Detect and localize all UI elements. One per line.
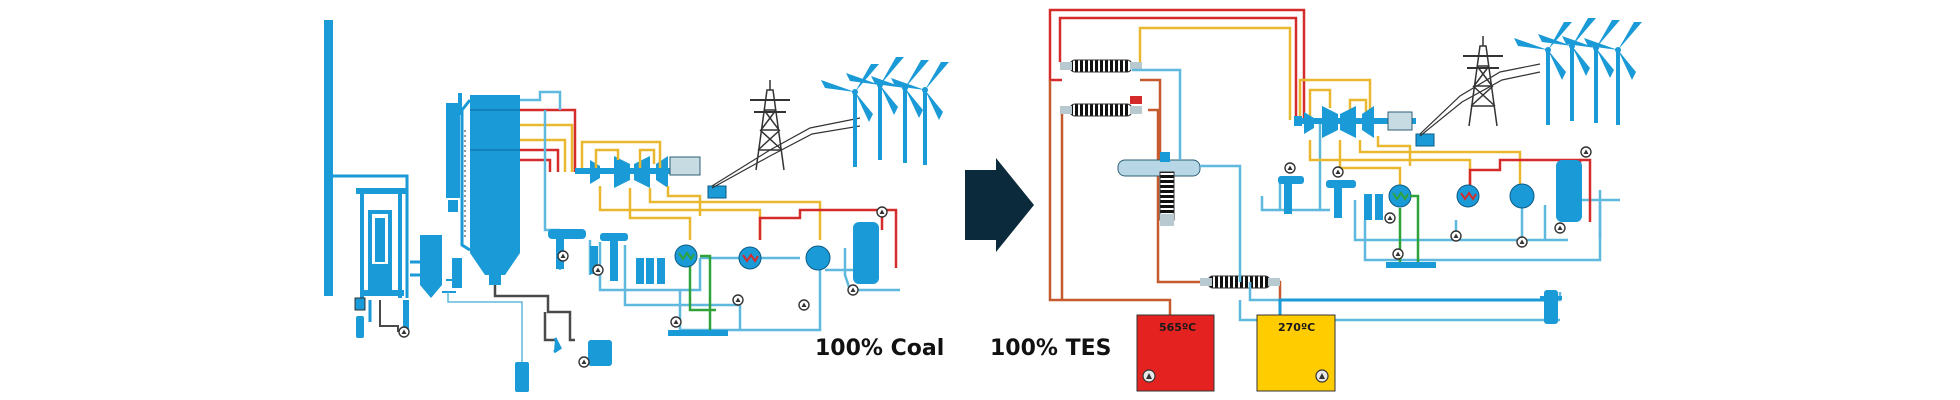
wind-turbine-icon — [1584, 22, 1642, 125]
coal-bunker — [515, 362, 529, 392]
pump-icon — [670, 316, 682, 328]
boiler — [446, 93, 520, 285]
cold-salt-header — [1278, 290, 1562, 324]
coal-label: 100% Coal — [815, 336, 944, 361]
hot-tank-temperature: 565ºC — [1159, 321, 1196, 334]
pump-icon — [798, 299, 810, 311]
tes-feedwater-heater — [1509, 183, 1535, 209]
tes-feedwater-tank — [1556, 160, 1582, 222]
feedwater-tank — [853, 222, 879, 284]
hot-salt-tank: 565ºC — [1136, 314, 1215, 392]
arrow-right-icon — [965, 158, 1034, 252]
air-heater — [410, 235, 462, 298]
ash-silos — [354, 297, 409, 338]
pump-icon — [1332, 166, 1344, 178]
pump-icon — [876, 206, 888, 218]
flue-duct — [333, 174, 409, 298]
pump-icon — [1580, 146, 1592, 158]
pump-icon — [398, 326, 410, 338]
gas-cleaning-unit — [356, 188, 406, 298]
pump-icon — [1450, 230, 1462, 242]
heat-exchanger-icon — [1388, 184, 1412, 208]
tes-condenser-basin — [1386, 262, 1436, 268]
coal-plant — [324, 20, 949, 392]
ash-line-2 — [543, 312, 556, 342]
tes-plant: 565ºC 270ºC — [1048, 8, 1642, 392]
water-steam-lines — [1132, 68, 1620, 322]
cold-tank-temperature: 270ºC — [1278, 321, 1315, 334]
pump-icon — [1284, 162, 1296, 174]
cooling-water — [688, 254, 716, 330]
condenser-basin — [668, 330, 728, 336]
tes-label: 100% TES — [990, 336, 1112, 361]
steam-turbine-train — [575, 156, 727, 199]
transmission-tower-icon — [1462, 35, 1504, 127]
tes-steam-turbine-train — [1294, 106, 1435, 147]
pump-icon — [847, 284, 859, 296]
heat-exchanger-icon — [738, 246, 762, 270]
power-line — [711, 117, 861, 187]
tes-deaerator — [1278, 176, 1383, 220]
extraction-lines — [580, 140, 822, 240]
pump-icon — [1392, 248, 1404, 260]
evaporator — [1117, 152, 1201, 226]
hot-salt-loop — [1048, 8, 1306, 315]
pump-icon — [557, 250, 569, 262]
condenser-pumps — [636, 258, 665, 284]
coal-feed-line — [447, 292, 523, 362]
cold-salt-tank: 270ºC — [1256, 314, 1336, 392]
pump-icon — [732, 294, 744, 306]
heat-exchanger-icon — [674, 244, 698, 268]
feedwater-heater — [805, 245, 831, 271]
pump-icon — [592, 264, 604, 276]
heat-exchanger-icon — [1456, 184, 1480, 208]
pump-icon — [1554, 222, 1566, 234]
pump-icon — [1384, 212, 1396, 224]
ash-line — [493, 285, 575, 342]
pump-icon — [1516, 236, 1528, 248]
main-steam-lines — [520, 90, 577, 172]
chimney — [324, 20, 333, 296]
tes-power-line — [1419, 63, 1541, 135]
pump-icon — [578, 356, 590, 368]
ash-hopper — [553, 337, 612, 366]
